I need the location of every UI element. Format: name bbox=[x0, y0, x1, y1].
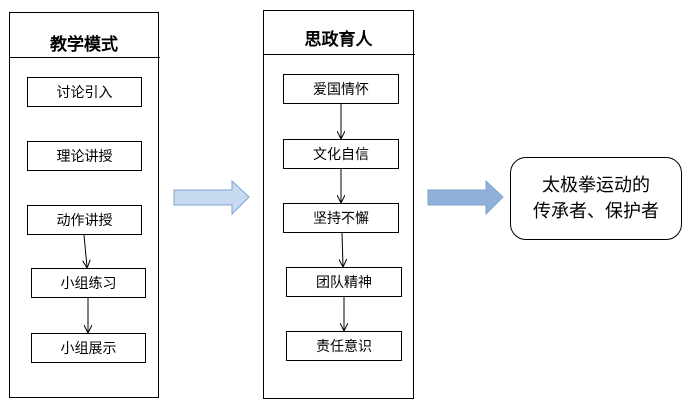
teaching-step-1: 讨论引入 bbox=[27, 77, 142, 107]
ideological-title: 思政育人 bbox=[304, 30, 373, 50]
teaching-mode-title: 教学模式 bbox=[50, 35, 118, 55]
teaching-step-5: 小组展示 bbox=[31, 333, 146, 363]
flow-arrow-i3-i4 bbox=[342, 232, 343, 266]
ideological-step-2: 文化自信 bbox=[283, 139, 399, 169]
ideological-step-5: 责任意识 bbox=[286, 331, 402, 361]
outcome-line-1: 太极拳运动的 bbox=[542, 174, 650, 196]
teaching-mode-title-rule bbox=[10, 57, 160, 58]
ideological-step-4: 团队精神 bbox=[286, 267, 402, 297]
ideological-step-1: 爱国情怀 bbox=[283, 74, 399, 104]
ideological-step-3: 坚持不懈 bbox=[283, 203, 399, 233]
teaching-step-2: 理论讲授 bbox=[27, 141, 142, 171]
flow-arrow-t3-t4 bbox=[84, 234, 87, 267]
outcome-box: 太极拳运动的 传承者、保护者 bbox=[510, 157, 682, 240]
ideological-title-rule bbox=[264, 54, 415, 55]
outcome-line-2: 传承者、保护者 bbox=[533, 200, 659, 222]
block-arrow-right-icon bbox=[427, 179, 504, 216]
block-arrow-left-icon bbox=[173, 179, 250, 216]
teaching-step-4: 小组练习 bbox=[31, 268, 146, 298]
teaching-step-3: 动作讲授 bbox=[27, 205, 142, 235]
